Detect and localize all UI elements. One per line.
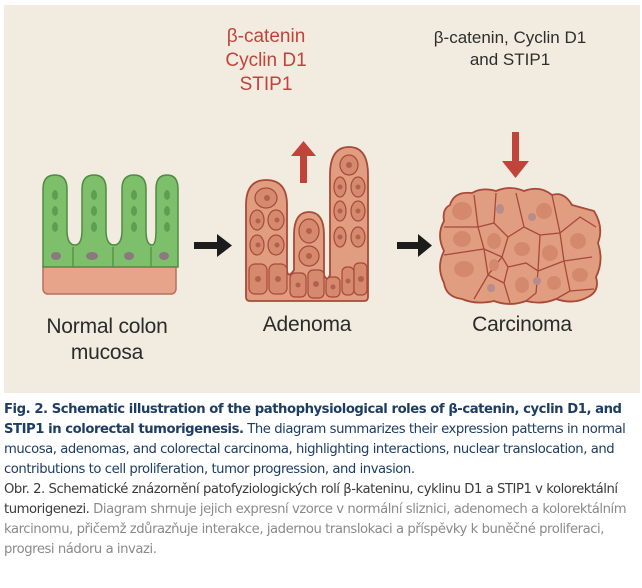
progression-arrow-icon	[194, 234, 232, 257]
carcinoma-markers: β-catenin, Cyclin D1 and STIP1	[410, 27, 610, 71]
stage-label-line: Normal colon	[46, 315, 168, 338]
stage-label-line: Carcinoma	[472, 313, 572, 336]
adenoma-illustration	[245, 146, 369, 302]
stage-label-line: Adenoma	[262, 313, 352, 336]
carcinoma-illustration	[439, 187, 602, 305]
up-arrow-icon	[291, 141, 316, 183]
stage-label-line: mucosa	[70, 341, 144, 364]
marker-line: STIP1	[239, 74, 293, 95]
caption-english-body: The diagram summarizes their expression …	[4, 422, 626, 477]
normal-mucosa-illustration	[42, 174, 179, 295]
marker-line: β-catenin	[226, 26, 306, 47]
caption-english-title: Fig. 2. Schematic illustration of the pa…	[4, 402, 622, 437]
mucosa-crypts	[42, 174, 179, 268]
stage-label-carcinoma: Carcinoma	[452, 312, 592, 338]
progression-arrow-icon	[397, 234, 432, 257]
marker-line: β-catenin, Cyclin D1	[433, 28, 587, 47]
marker-line: Cyclin D1	[225, 50, 307, 71]
caption-czech-title: Obr. 2. Schematické znázornění patofyzio…	[4, 482, 618, 517]
stage-label-normal: Normal colon mucosa	[22, 314, 192, 366]
marker-line: and STIP1	[469, 50, 551, 69]
stage-label-adenoma: Adenoma	[247, 312, 367, 338]
adenoma-markers: β-catenin Cyclin D1 STIP1	[206, 25, 326, 97]
down-arrow-icon	[502, 132, 529, 178]
caption-english: Fig. 2. Schematic illustration of the pa…	[4, 400, 640, 480]
figure-panel: β-catenin Cyclin D1 STIP1 β-catenin, Cyc…	[4, 5, 640, 393]
caption-czech: Obr. 2. Schematické znázornění patofyzio…	[4, 480, 640, 560]
schematic-diagram	[42, 132, 602, 305]
caption-czech-body: Diagram shrnuje jejich expresní vzorce v…	[4, 502, 627, 557]
